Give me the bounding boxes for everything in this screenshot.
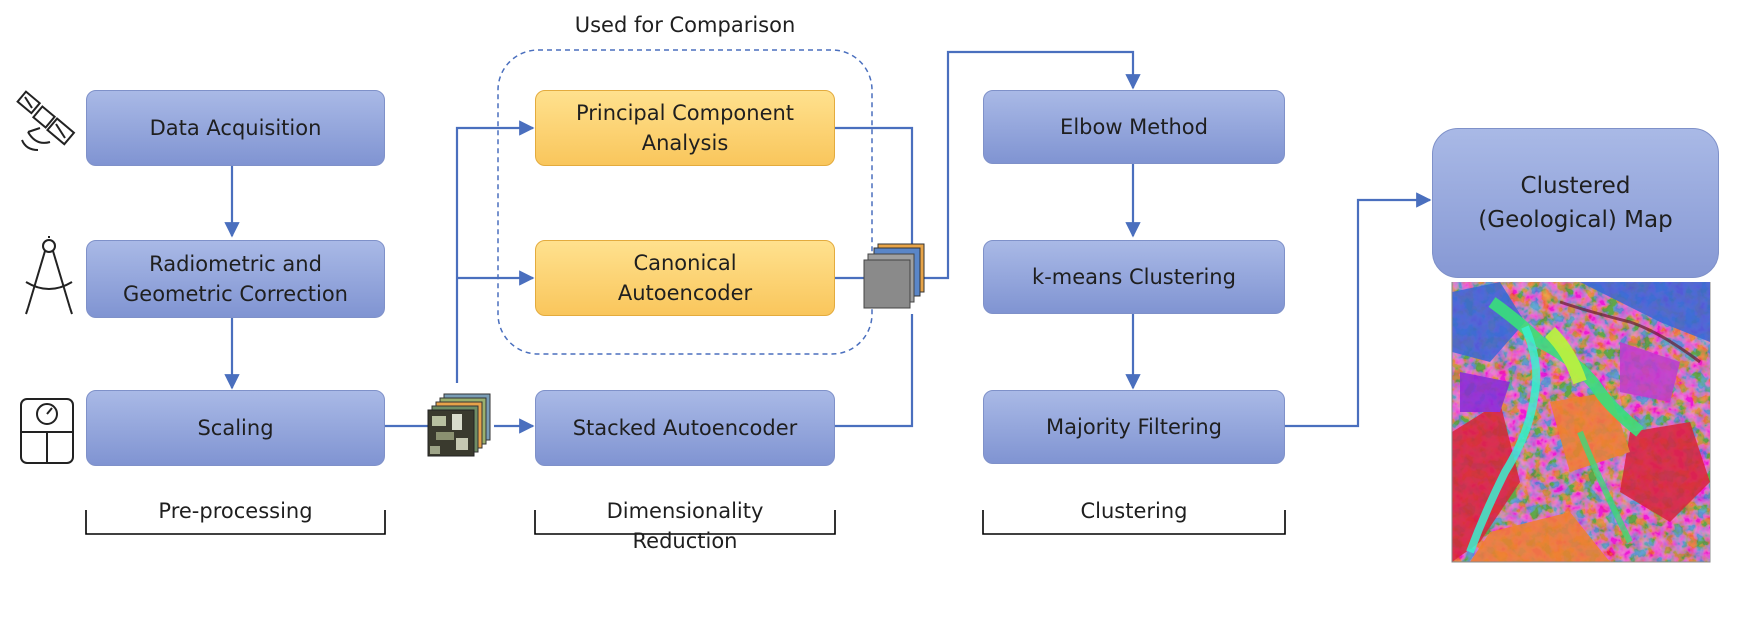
clustered-map-line2: (Geological) Map [1478,207,1673,233]
scale-icon [20,398,74,464]
clustered-map-box: Clustered (Geological) Map [1432,128,1719,278]
scaling-label: Scaling [197,415,274,440]
canonical-autoencoder-line2: Autoencoder [617,281,753,305]
compass-icon [25,236,73,315]
kmeans-label: k-means Clustering [1032,264,1236,289]
pca-line2: Analysis [641,131,729,155]
stacked-autoencoder-label: Stacked Autoencoder [572,415,798,440]
stage-label-dimensionality-reduction: Dimensionality Reduction [606,499,764,554]
bracket-dimensionality-reduction [534,510,836,535]
scaling-box: Scaling [86,390,385,466]
feature-stack-icon [863,243,925,309]
clustered-map-image [1451,282,1711,563]
elbow-method-label: Elbow Method [1060,114,1208,139]
arrow-features-to-elbow [924,50,1141,280]
elbow-method-box: Elbow Method [983,90,1285,164]
data-acquisition-box: Data Acquisition [86,90,385,166]
satellite-icon [16,90,76,151]
stage-label-preprocessing: Pre-processing [158,499,313,523]
data-acquisition-label: Data Acquisition [149,115,322,140]
pca-line1: Principal Component [575,100,795,125]
radiometric-correction-box: Radiometric and Geometric Correction [86,240,385,318]
comparison-group-border [497,49,873,355]
radiometric-correction-line1: Radiometric and [149,251,322,276]
arrow-majority-to-map [1285,192,1432,428]
radiometric-correction-line2: Geometric Correction [123,282,348,306]
canonical-autoencoder-line1: Canonical [633,250,737,275]
majority-filtering-box: Majority Filtering [983,390,1285,464]
comparison-group-title: Used for Comparison [574,13,796,37]
arrow-stack-to-pca [455,120,535,383]
line-pca-to-merge [835,126,914,246]
stage-label-clustering: Clustering [1080,499,1188,523]
majority-filtering-label: Majority Filtering [1046,414,1222,439]
image-stack-icon [427,393,491,457]
kmeans-box: k-means Clustering [983,240,1285,314]
canonical-autoencoder-box: Canonical Autoencoder [535,240,835,316]
stacked-autoencoder-box: Stacked Autoencoder [535,390,835,466]
line-stacked-to-merge [835,314,914,428]
pca-box: Principal Component Analysis [535,90,835,166]
bracket-clustering [982,510,1286,535]
clustered-map-line1: Clustered [1520,172,1631,199]
bracket-preprocessing [85,510,386,535]
